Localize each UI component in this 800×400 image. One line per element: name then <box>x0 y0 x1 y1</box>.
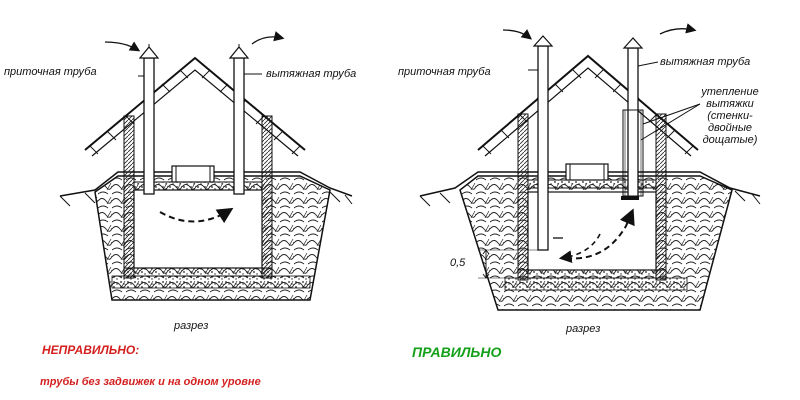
insulation-label: утепление вытяжки (стенки- двойные дощат… <box>688 86 772 146</box>
dimension-label: 0,5 <box>450 257 466 269</box>
insulation-line-1: утепление <box>701 86 759 98</box>
right-verdict: ПРАВИЛЬНО <box>412 344 502 360</box>
floor-slab <box>123 267 273 277</box>
insulation-line-5: дощатые) <box>702 134 758 146</box>
wrong-verdict: НЕПРАВИЛЬНО: <box>42 343 140 357</box>
left-exhaust-label: вытяжная труба <box>266 68 357 80</box>
right-section-label: разрез <box>566 323 601 335</box>
insulation-line-2: вытяжки <box>706 98 754 110</box>
exhaust-pipe <box>233 57 245 195</box>
right-exhaust-label: вытяжная труба <box>660 56 751 68</box>
cellar-cavity <box>133 189 263 269</box>
right-inlet-label: приточная труба <box>398 66 491 78</box>
insulation-line-4: двойные <box>707 122 753 134</box>
left-inlet-label: приточная труба <box>4 66 97 78</box>
left-cellar-section <box>59 31 353 301</box>
wrong-reason: трубы без задвижек и на одном уровне <box>40 376 261 388</box>
insulation-line-3: (стенки- <box>707 110 753 122</box>
right-wall <box>261 115 273 279</box>
right-cellar-section <box>419 23 761 311</box>
left-wall <box>123 115 135 279</box>
left-section-label: разрез <box>174 320 209 332</box>
inlet-pipe <box>143 57 155 195</box>
